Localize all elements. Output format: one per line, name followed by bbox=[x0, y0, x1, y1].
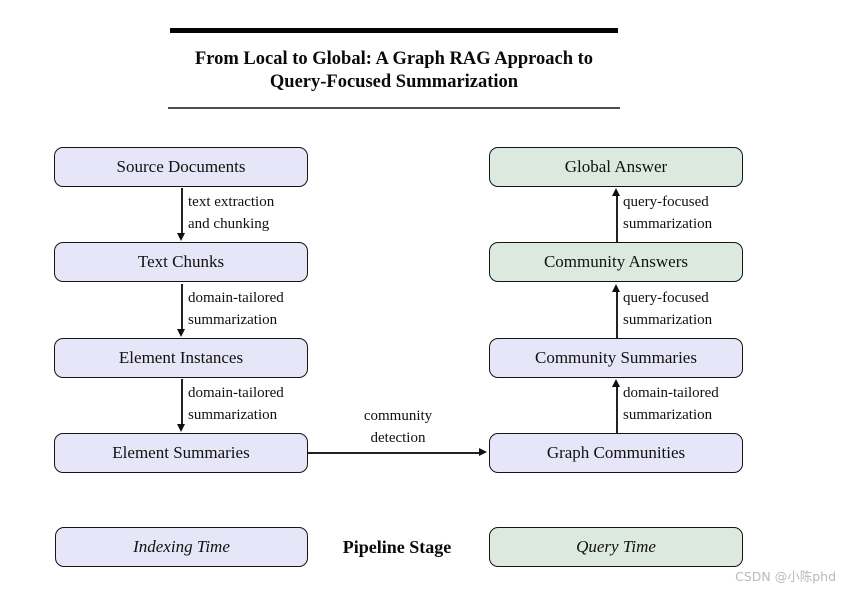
arrow-communities-to-summaries-head-icon bbox=[612, 379, 620, 387]
arrow-label-query-focused-1: query-focused summarization bbox=[623, 191, 712, 235]
legend-label: Query Time bbox=[576, 537, 656, 556]
title-bottom-rule bbox=[168, 107, 620, 109]
arrow-label-line2: detection bbox=[370, 430, 426, 446]
arrow-label-line2: summarization bbox=[188, 312, 278, 328]
node-global-answer: Global Answer bbox=[489, 147, 743, 187]
figure-title-line2: Query-Focused Summarization bbox=[269, 72, 519, 92]
arrow-source-to-chunks-head-icon bbox=[177, 233, 185, 241]
arrow-label-line1: domain-tailored bbox=[188, 290, 284, 306]
arrow-community-detection-line bbox=[308, 452, 480, 454]
node-label: Text Chunks bbox=[137, 252, 225, 271]
arrow-label-line1: query-focused bbox=[623, 194, 709, 210]
node-community-answers: Community Answers bbox=[489, 242, 743, 282]
legend-pipeline-stage: Pipeline Stage bbox=[316, 527, 478, 567]
arrow-label-line2: summarization bbox=[623, 312, 713, 328]
arrow-answers-to-global-line bbox=[616, 194, 618, 242]
arrow-summaries-to-answers-line bbox=[616, 290, 618, 338]
title-top-rule bbox=[170, 28, 618, 33]
arrow-label-community-detection: community detection bbox=[322, 405, 474, 449]
arrow-label-line1: domain-tailored bbox=[623, 385, 719, 401]
legend-label: Pipeline Stage bbox=[342, 536, 452, 557]
arrow-chunks-to-instances-head-icon bbox=[177, 329, 185, 337]
arrow-label-text-extraction: text extraction and chunking bbox=[188, 191, 274, 235]
arrow-label-domain-tailored-2: domain-tailored summarization bbox=[188, 382, 284, 426]
arrow-label-line2: summarization bbox=[623, 216, 713, 232]
arrow-communities-to-summaries-line bbox=[616, 385, 618, 433]
arrow-source-to-chunks-line bbox=[181, 188, 183, 234]
arrow-label-line2: summarization bbox=[188, 407, 278, 423]
legend-label: Indexing Time bbox=[133, 537, 230, 556]
node-graph-communities: Graph Communities bbox=[489, 433, 743, 473]
node-label: Global Answer bbox=[564, 157, 668, 176]
arrow-instances-to-summaries-head-icon bbox=[177, 424, 185, 432]
figure-title-line1: From Local to Global: A Graph RAG Approa… bbox=[194, 49, 594, 69]
arrow-label-line2: summarization bbox=[623, 407, 713, 423]
arrow-summaries-to-answers-head-icon bbox=[612, 284, 620, 292]
node-label: Source Documents bbox=[116, 157, 246, 176]
arrow-instances-to-summaries-line bbox=[181, 379, 183, 425]
arrow-label-query-focused-2: query-focused summarization bbox=[623, 287, 712, 331]
arrow-chunks-to-instances-line bbox=[181, 284, 183, 330]
node-source-documents: Source Documents bbox=[54, 147, 308, 187]
node-label: Element Summaries bbox=[112, 443, 250, 462]
node-label: Graph Communities bbox=[546, 443, 686, 462]
arrow-answers-to-global-head-icon bbox=[612, 188, 620, 196]
arrow-label-line2: and chunking bbox=[188, 216, 270, 232]
node-label: Element Instances bbox=[118, 348, 244, 367]
node-element-instances: Element Instances bbox=[54, 338, 308, 378]
node-label: Community Summaries bbox=[535, 348, 697, 367]
node-element-summaries: Element Summaries bbox=[54, 433, 308, 473]
node-label: Community Answers bbox=[543, 252, 689, 271]
figure-title: From Local to Global: A Graph RAG Approa… bbox=[169, 48, 619, 94]
arrow-community-detection-head-icon bbox=[479, 448, 487, 456]
node-community-summaries: Community Summaries bbox=[489, 338, 743, 378]
arrow-label-line1: domain-tailored bbox=[188, 385, 284, 401]
arrow-label-line1: text extraction bbox=[188, 194, 275, 210]
legend-query-time: Query Time bbox=[489, 527, 743, 567]
arrow-label-line1: community bbox=[363, 408, 433, 424]
arrow-label-domain-tailored-3: domain-tailored summarization bbox=[623, 382, 719, 426]
arrow-label-domain-tailored-1: domain-tailored summarization bbox=[188, 287, 284, 331]
node-text-chunks: Text Chunks bbox=[54, 242, 308, 282]
csdn-watermark: CSDN @小陈phd bbox=[735, 569, 836, 584]
arrow-label-line1: query-focused bbox=[623, 290, 709, 306]
legend-indexing-time: Indexing Time bbox=[55, 527, 308, 567]
